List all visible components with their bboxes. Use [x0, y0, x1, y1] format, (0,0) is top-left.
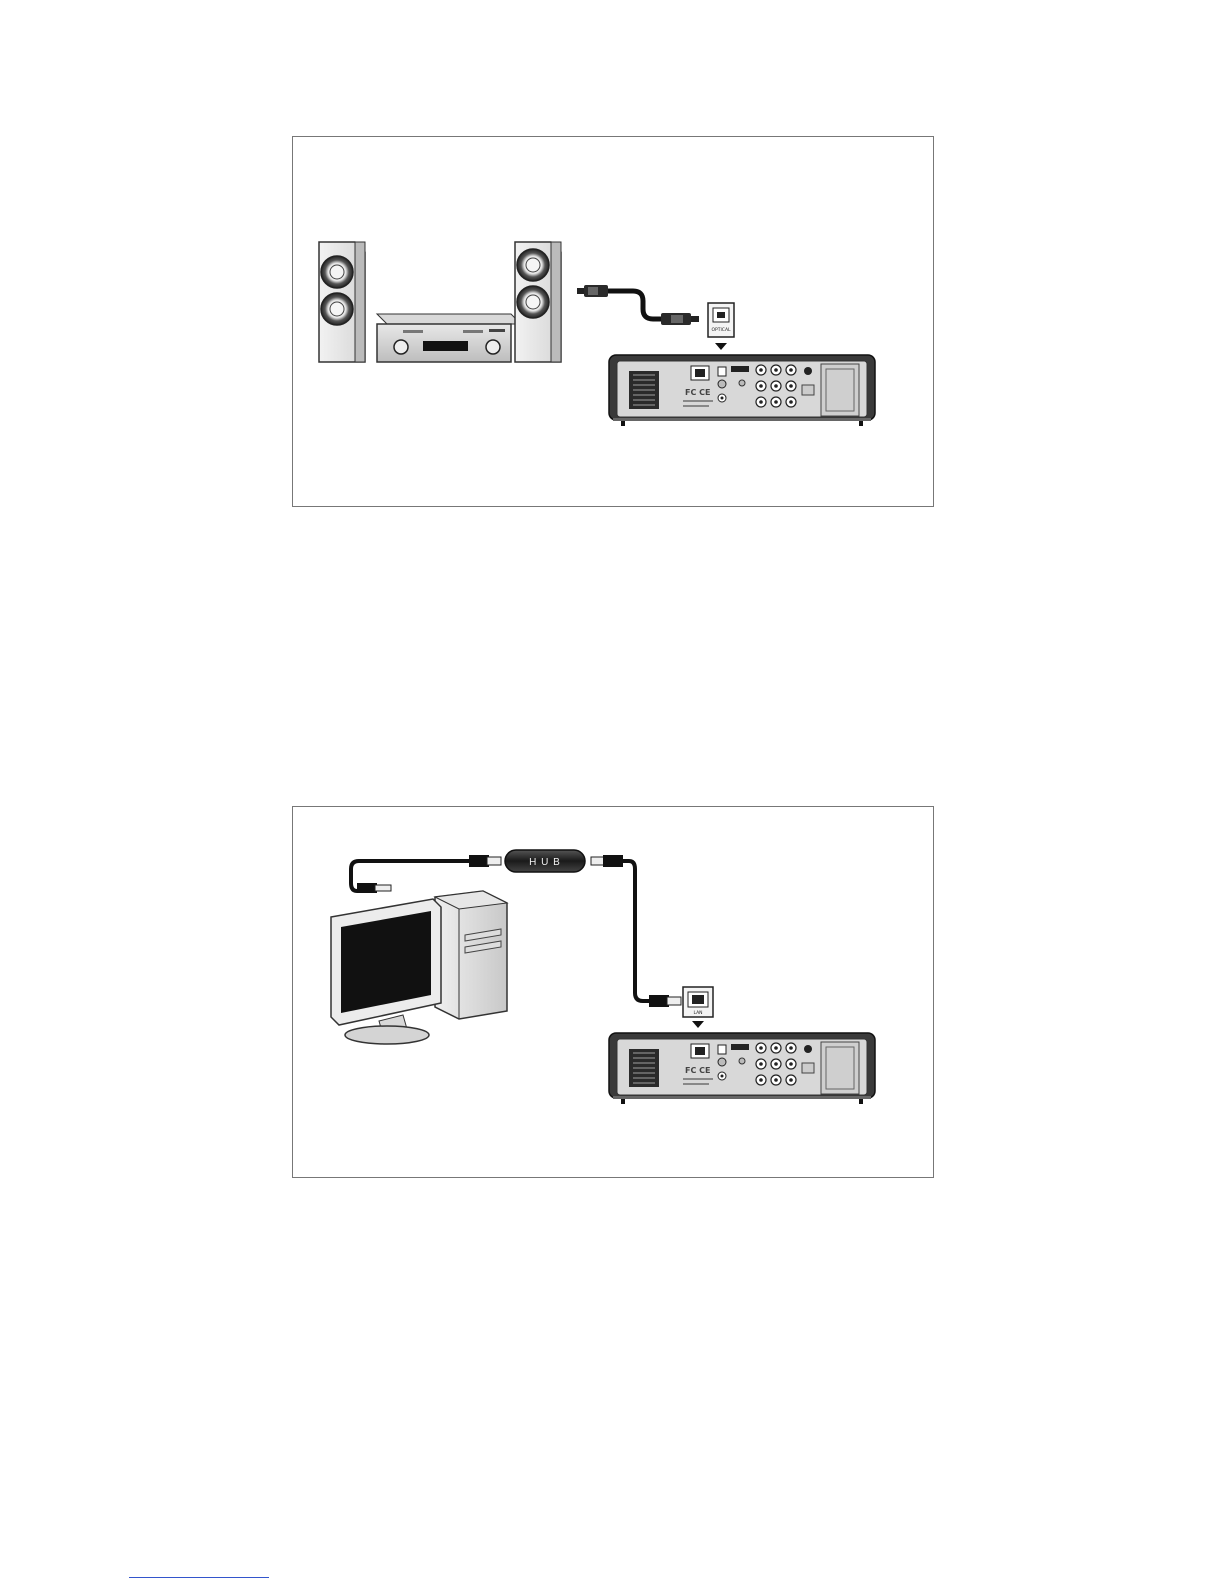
optical-connection-diagram: OPTICAL FC CE	[293, 137, 933, 506]
lan-connection-figure: H U B LAN	[292, 806, 934, 1178]
ethernet-cable-pc	[351, 855, 501, 893]
media-player-rear-panel: FC CE	[609, 1033, 875, 1104]
optical-port-callout: OPTICAL	[708, 303, 734, 350]
lan-port-callout: LAN	[683, 987, 713, 1028]
down-arrow-icon	[715, 343, 727, 350]
optical-port-label: OPTICAL	[711, 327, 731, 333]
lan-port-label: LAN	[693, 1010, 702, 1016]
pc-tower	[435, 891, 507, 1019]
hub-label: H U B	[529, 857, 561, 868]
svg-text:FC CE: FC CE	[685, 1066, 710, 1075]
right-speaker	[515, 242, 561, 362]
footnote-rule	[129, 1577, 269, 1578]
left-speaker	[319, 242, 365, 362]
pc-monitor	[331, 899, 441, 1044]
lan-connection-diagram: H U B LAN	[293, 807, 933, 1177]
optical-connection-figure: OPTICAL FC CE	[292, 136, 934, 507]
svg-text:FC CE: FC CE	[685, 388, 710, 397]
media-player-rear-panel: FC CE	[609, 355, 875, 426]
optical-cable	[577, 285, 699, 325]
down-arrow-icon	[692, 1021, 704, 1028]
network-hub: H U B	[505, 850, 585, 872]
ethernet-cable-player	[591, 855, 681, 1007]
stereo-amplifier	[377, 314, 521, 362]
